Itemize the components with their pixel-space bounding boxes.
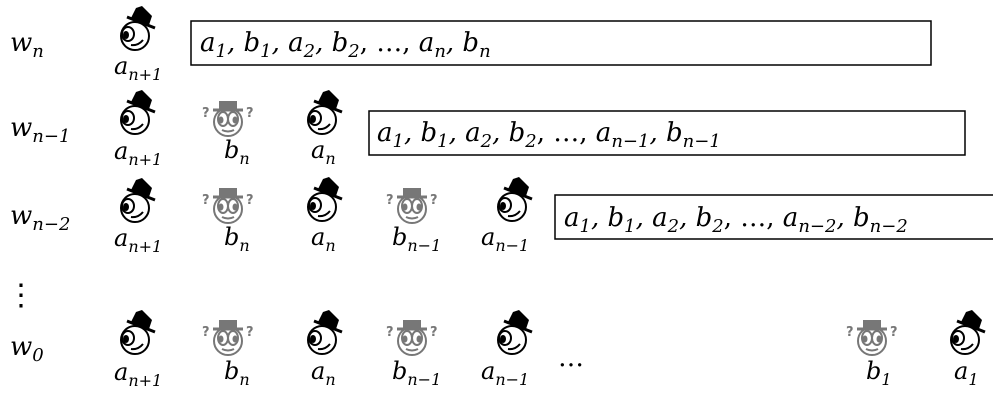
- confused-face-icon: [211, 186, 245, 225]
- character-label: a1: [954, 357, 979, 389]
- character-label: an+1: [114, 52, 162, 84]
- question-mark-left-icon: ?: [386, 325, 394, 340]
- character-a-n-minus-1: an−1: [481, 308, 534, 389]
- question-mark-right-icon: ?: [246, 106, 254, 121]
- confused-face-icon: [855, 318, 889, 357]
- character-label: bn−1: [392, 357, 441, 389]
- horizontal-ellipsis: …: [558, 343, 584, 373]
- top-hat-face-icon: [306, 175, 344, 223]
- character-b-n: ? ? bn: [202, 99, 254, 168]
- character-b-n-minus-1: ? ? bn−1: [386, 318, 441, 389]
- character-a-1: a1: [949, 308, 987, 389]
- question-mark-left-icon: ?: [202, 325, 210, 340]
- sequence-box: [368, 110, 966, 156]
- character-b-n: ? ? bn: [202, 318, 254, 389]
- top-hat-face-icon: [119, 4, 157, 52]
- top-hat-face-icon: [119, 88, 157, 136]
- character-a-n-plus-1: an+1: [114, 88, 162, 169]
- top-hat-face-icon: [306, 88, 344, 136]
- character-b-1: ? ? b1: [846, 318, 898, 389]
- character-label: bn: [224, 357, 250, 389]
- character-label: an−1: [481, 357, 529, 389]
- question-mark-left-icon: ?: [846, 325, 854, 340]
- character-label: an−1: [481, 223, 529, 255]
- sequence-text: a1, b1, a2, b2, …, an−1, bn−1: [377, 118, 721, 152]
- character-label: b1: [866, 357, 892, 389]
- character-label: an+1: [114, 358, 162, 390]
- top-hat-face-icon: [306, 308, 344, 356]
- character-b-n-minus-1: ? ? bn−1: [386, 186, 441, 255]
- character-label: an: [311, 136, 336, 168]
- row-label: wn: [10, 28, 44, 62]
- character-a-n: an: [306, 175, 344, 255]
- top-hat-face-icon: [119, 176, 157, 224]
- row-label: wn−2: [10, 201, 70, 235]
- character-a-n-plus-1: an+1: [114, 308, 162, 390]
- confused-face-icon: [211, 99, 245, 138]
- character-label: an+1: [114, 137, 162, 169]
- question-mark-right-icon: ?: [246, 193, 254, 208]
- question-mark-left-icon: ?: [386, 193, 394, 208]
- question-mark-left-icon: ?: [202, 193, 210, 208]
- character-label: bn: [224, 223, 250, 255]
- character-label: an: [311, 223, 336, 255]
- character-label: an+1: [114, 224, 162, 256]
- row-label: w0: [10, 332, 44, 366]
- sequence-text: a1, b1, a2, b2, …, an, bn: [200, 28, 491, 62]
- row-label: wn−1: [10, 113, 70, 147]
- sequence-box: [554, 194, 993, 240]
- row-w-n-minus-2: wn−2 an+1 ? ? bn an ? ? bn−1 an−1 a1, b1…: [10, 175, 993, 256]
- row-w-n-minus-1: wn−1 an+1 ? ? bn an a1, b1, a2, b2, …, a…: [10, 88, 966, 169]
- character-label: an: [311, 357, 336, 389]
- confused-face-icon: [211, 318, 245, 357]
- character-a-n-plus-1: an+1: [114, 4, 162, 84]
- top-hat-face-icon: [496, 308, 534, 356]
- character-a-n-plus-1: an+1: [114, 176, 162, 256]
- question-mark-right-icon: ?: [430, 193, 438, 208]
- character-a-n: an: [306, 88, 344, 168]
- top-hat-face-icon: [949, 308, 987, 356]
- vertical-ellipsis: ⋮: [6, 278, 36, 313]
- confused-face-icon: [395, 186, 429, 225]
- top-hat-face-icon: [119, 308, 157, 356]
- question-mark-left-icon: ?: [202, 106, 210, 121]
- row-w-n: wn an+1 a1, b1, a2, b2, …, an, bn: [10, 4, 932, 84]
- confused-face-icon: [395, 318, 429, 357]
- question-mark-right-icon: ?: [246, 325, 254, 340]
- question-mark-right-icon: ?: [890, 325, 898, 340]
- row-w-0: w0 an+1 ? ? bn an ? ? bn−1 an−1 …: [10, 308, 987, 390]
- character-a-n: an: [306, 308, 344, 389]
- character-label: bn: [224, 136, 250, 168]
- character-label: bn−1: [392, 223, 441, 255]
- sequence-box: [190, 20, 932, 66]
- question-mark-right-icon: ?: [430, 325, 438, 340]
- character-a-n-minus-1: an−1: [481, 175, 534, 255]
- top-hat-face-icon: [496, 175, 534, 223]
- sequence-text: a1, b1, a2, b2, …, an−2, bn−2: [564, 203, 908, 237]
- character-b-n: ? ? bn: [202, 186, 254, 255]
